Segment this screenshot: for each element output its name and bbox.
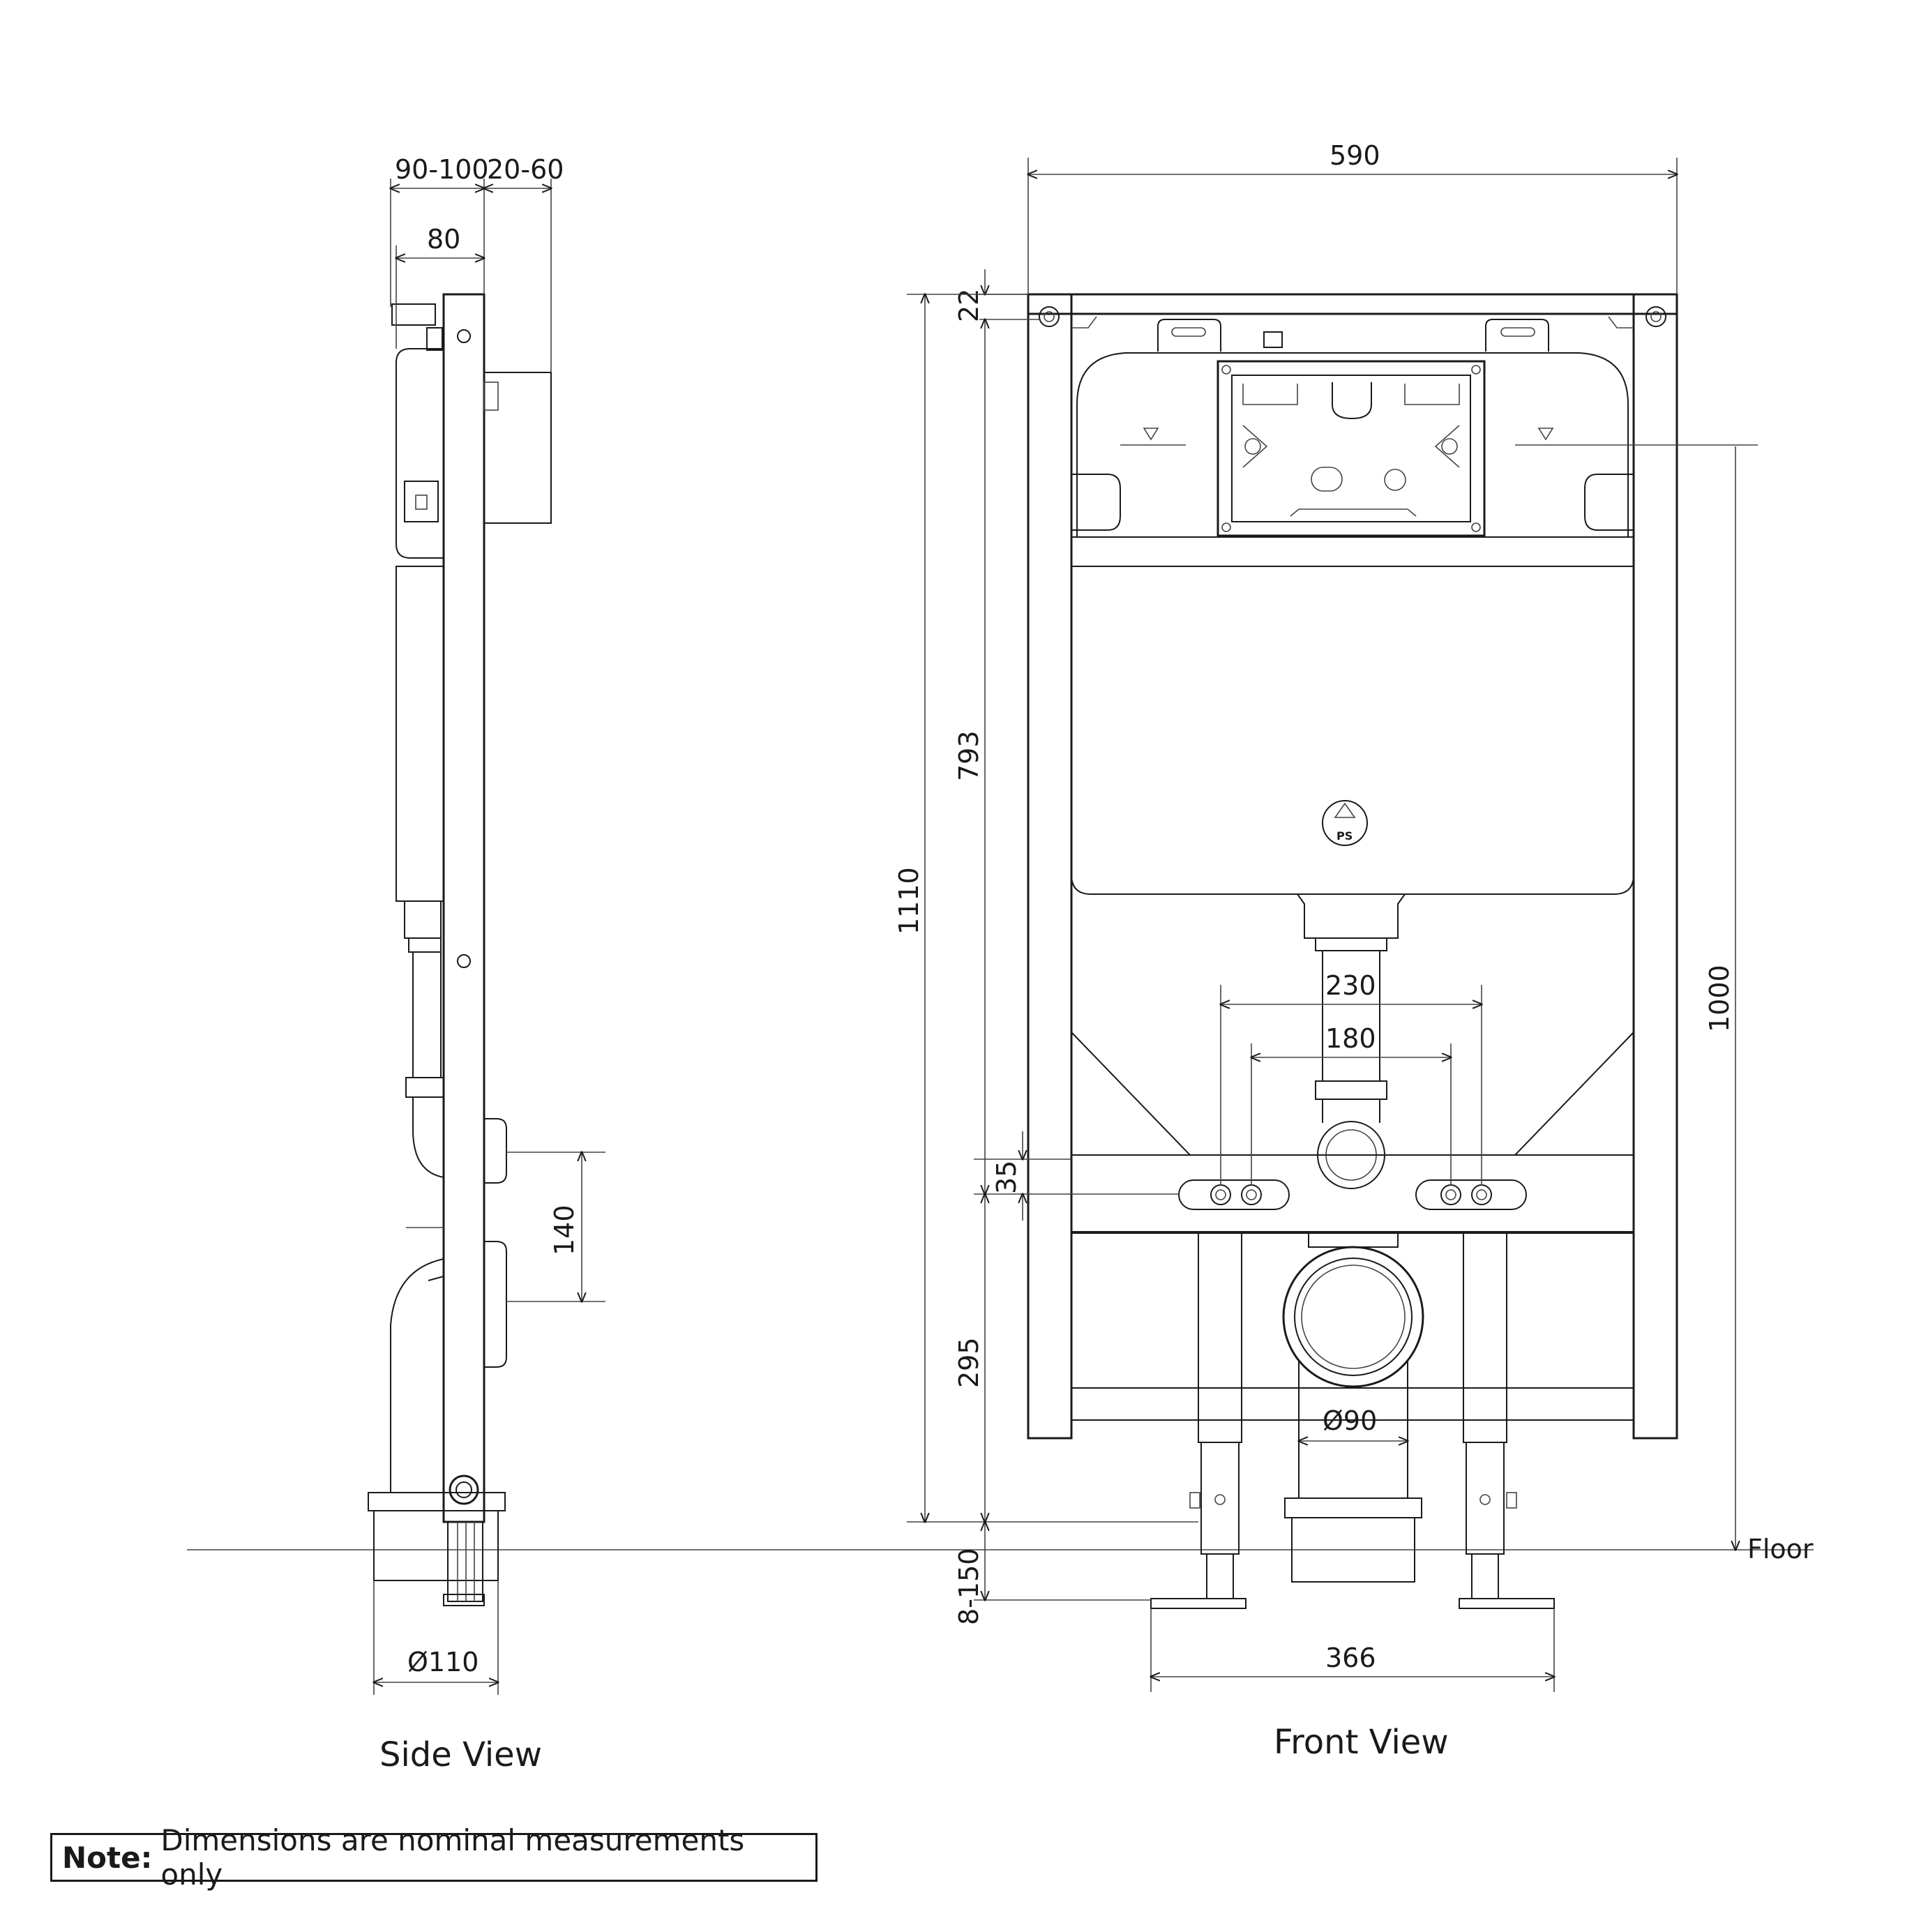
dim-tank-depth: 80 <box>427 224 460 255</box>
dim-total-height: 1110 <box>894 867 924 935</box>
dim-bolt-spacing-inner: 180 <box>1325 1023 1376 1054</box>
dim-top-offset: 22 <box>954 289 984 322</box>
dim-outlet-height: 295 <box>954 1337 984 1388</box>
note-label: Note: <box>62 1840 153 1875</box>
dim-pipe-diameter: Ø110 <box>407 1647 479 1677</box>
front-view: PS <box>894 140 1758 1762</box>
recycle-mark: PS <box>1336 829 1353 843</box>
dim-tank-height: 793 <box>954 730 984 781</box>
dim-outlet-diameter: Ø90 <box>1323 1405 1377 1436</box>
front-view-title: Front View <box>1274 1723 1449 1762</box>
dim-offset-range: 20-60 <box>487 154 564 185</box>
floor-label: Floor <box>1747 1534 1814 1564</box>
dim-depth-range: 90-100 <box>395 154 489 185</box>
side-view-title: Side View <box>379 1735 542 1774</box>
side-view: 90-100 20-60 80 140 Ø110 Side View <box>368 154 605 1774</box>
dim-inlet-spacing: 140 <box>549 1205 580 1255</box>
dim-bolt-offset: 35 <box>991 1161 1022 1194</box>
dim-foot-spacing: 366 <box>1325 1643 1376 1673</box>
dim-frame-width: 590 <box>1330 140 1380 171</box>
note-text: Dimensions are nominal measurements only <box>160 1823 745 1892</box>
note-box: Note: Dimensions are nominal measurement… <box>50 1823 818 1892</box>
dim-button-height: 1000 <box>1704 965 1735 1032</box>
dim-bolt-spacing-outer: 230 <box>1325 970 1376 1001</box>
dim-leg-adjust: 8-150 <box>954 1548 984 1625</box>
